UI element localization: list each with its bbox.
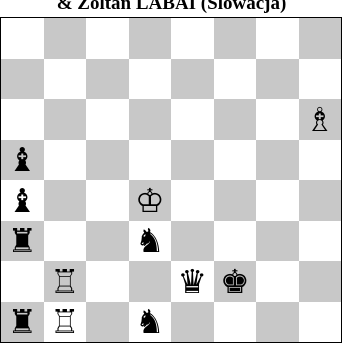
square-e3[interactable]: [171, 221, 214, 262]
square-h1[interactable]: [299, 302, 342, 343]
square-c5[interactable]: [86, 140, 129, 181]
square-b2[interactable]: ♖: [44, 261, 87, 302]
square-g1[interactable]: [256, 302, 299, 343]
black-knight-icon[interactable]: ♞: [135, 305, 165, 338]
black-king-icon[interactable]: ♚: [220, 265, 250, 298]
square-e4[interactable]: [171, 180, 214, 221]
square-d7[interactable]: [129, 59, 172, 100]
square-a6[interactable]: [1, 99, 44, 140]
square-f2[interactable]: ♚: [214, 261, 257, 302]
square-e7[interactable]: [171, 59, 214, 100]
square-c7[interactable]: [86, 59, 129, 100]
black-knight-icon[interactable]: ♞: [135, 224, 165, 257]
square-c3[interactable]: [86, 221, 129, 262]
square-a1[interactable]: ♜: [1, 302, 44, 343]
square-g4[interactable]: [256, 180, 299, 221]
square-h5[interactable]: [299, 140, 342, 181]
square-d6[interactable]: [129, 99, 172, 140]
square-b4[interactable]: [44, 180, 87, 221]
white-rook-icon[interactable]: ♖: [50, 305, 80, 338]
square-b7[interactable]: [44, 59, 87, 100]
square-e1[interactable]: [171, 302, 214, 343]
black-bishop-icon[interactable]: ♝: [7, 184, 37, 217]
square-g3[interactable]: [256, 221, 299, 262]
white-king-icon[interactable]: ♔: [135, 184, 165, 217]
square-e2[interactable]: ♛: [171, 261, 214, 302]
square-d5[interactable]: [129, 140, 172, 181]
square-c6[interactable]: [86, 99, 129, 140]
square-f3[interactable]: [214, 221, 257, 262]
square-h6[interactable]: ♗: [299, 99, 342, 140]
square-e5[interactable]: [171, 140, 214, 181]
square-d1[interactable]: ♞: [129, 302, 172, 343]
square-a3[interactable]: ♜: [1, 221, 44, 262]
square-f5[interactable]: [214, 140, 257, 181]
black-rook-icon[interactable]: ♜: [7, 224, 37, 257]
square-d3[interactable]: ♞: [129, 221, 172, 262]
square-b1[interactable]: ♖: [44, 302, 87, 343]
square-f1[interactable]: [214, 302, 257, 343]
square-a8[interactable]: [1, 18, 44, 59]
white-rook-icon[interactable]: ♖: [50, 265, 80, 298]
square-e6[interactable]: [171, 99, 214, 140]
square-a5[interactable]: ♝: [1, 140, 44, 181]
square-h3[interactable]: [299, 221, 342, 262]
square-d4[interactable]: ♔: [129, 180, 172, 221]
problem-caption: & Zoltan LABAI (Slowacja): [0, 0, 343, 15]
black-bishop-icon[interactable]: ♝: [7, 143, 37, 176]
square-b5[interactable]: [44, 140, 87, 181]
square-e8[interactable]: [171, 18, 214, 59]
square-b6[interactable]: [44, 99, 87, 140]
square-f6[interactable]: [214, 99, 257, 140]
square-a4[interactable]: ♝: [1, 180, 44, 221]
square-c2[interactable]: [86, 261, 129, 302]
square-g8[interactable]: [256, 18, 299, 59]
square-g6[interactable]: [256, 99, 299, 140]
square-a7[interactable]: [1, 59, 44, 100]
square-f7[interactable]: [214, 59, 257, 100]
square-b3[interactable]: [44, 221, 87, 262]
square-h2[interactable]: [299, 261, 342, 302]
square-d8[interactable]: [129, 18, 172, 59]
square-c8[interactable]: [86, 18, 129, 59]
square-f8[interactable]: [214, 18, 257, 59]
square-g5[interactable]: [256, 140, 299, 181]
black-rook-icon[interactable]: ♜: [7, 305, 37, 338]
chess-board: ♗ ♝ ♝ ♔ ♜ ♞ ♖ ♛ ♚ ♜ ♖ ♞: [0, 17, 342, 343]
black-queen-icon[interactable]: ♛: [177, 265, 207, 298]
square-b8[interactable]: [44, 18, 87, 59]
square-g7[interactable]: [256, 59, 299, 100]
square-f4[interactable]: [214, 180, 257, 221]
square-h8[interactable]: [299, 18, 342, 59]
square-h4[interactable]: [299, 180, 342, 221]
white-bishop-icon[interactable]: ♗: [305, 103, 335, 136]
square-h7[interactable]: [299, 59, 342, 100]
square-c1[interactable]: [86, 302, 129, 343]
square-a2[interactable]: [1, 261, 44, 302]
square-d2[interactable]: [129, 261, 172, 302]
square-g2[interactable]: [256, 261, 299, 302]
square-c4[interactable]: [86, 180, 129, 221]
